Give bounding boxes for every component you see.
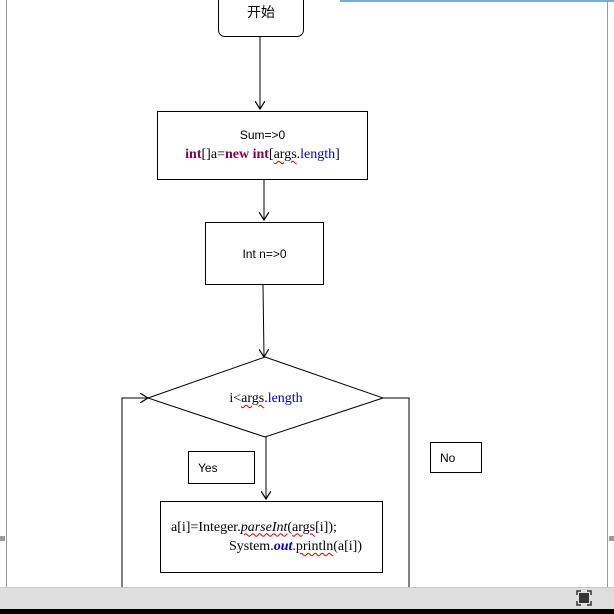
loop-condition-text: i<args.length xyxy=(201,389,331,409)
parse-args-close: [i]); xyxy=(315,519,337,535)
integer-assignment-text: a[i]=Integer. xyxy=(171,519,241,535)
array-size-open: [ xyxy=(268,146,274,162)
array-brackets-text: []a= xyxy=(201,146,225,162)
condition-dot: . xyxy=(264,391,268,406)
parse-open-paren: ( xyxy=(287,519,293,535)
parse-int-method: parseInt xyxy=(240,519,288,535)
condition-args-identifier: args xyxy=(241,391,265,406)
left-scroll-marker xyxy=(0,536,5,541)
args-dot: . xyxy=(296,146,301,162)
condition-prefix: i< xyxy=(229,391,242,406)
sum-init-text: Sum=>0 xyxy=(239,127,286,142)
left-page-border xyxy=(6,0,7,587)
no-branch-label-box: No xyxy=(430,442,482,473)
args-identifier: args xyxy=(273,146,297,162)
parse-int-code-line: a[i]=Integer.parseInt(args[i]); xyxy=(171,520,374,535)
bottom-status-bar xyxy=(0,587,614,614)
yes-branch-label: Yes xyxy=(198,460,218,475)
connector-counter-to-condition xyxy=(263,284,264,357)
second-int-keyword: int xyxy=(252,146,269,162)
new-keyword: new xyxy=(224,146,250,162)
println-argument: (a[i]) xyxy=(333,539,362,554)
fit-to-window-button[interactable] xyxy=(575,589,593,611)
no-branch-connector xyxy=(383,397,410,587)
top-selection-bar xyxy=(340,0,614,2)
counter-init-text: Int n=>0 xyxy=(242,246,287,261)
length-field: length xyxy=(300,146,336,162)
start-node: 开始 xyxy=(218,0,304,37)
yes-branch-label-box: Yes xyxy=(188,451,255,484)
fit-to-window-icon xyxy=(576,589,592,611)
start-label: 开始 xyxy=(247,5,275,21)
system-class-text: System. xyxy=(228,539,274,554)
initialize-sum-box: Sum=>0 int[]a=new int[args.length] xyxy=(157,111,368,180)
right-scroll-marker xyxy=(609,536,614,541)
array-declaration-code: int[]a=new int[args.length] xyxy=(185,147,340,162)
condition-diamond xyxy=(146,356,385,438)
println-dot: . xyxy=(292,539,296,554)
out-field: out xyxy=(273,539,293,554)
no-branch-label: No xyxy=(440,450,456,465)
int-keyword: int xyxy=(185,146,202,162)
condition-length-field: length xyxy=(267,391,303,406)
parse-args-identifier: args xyxy=(292,519,316,535)
println-method: println xyxy=(295,539,334,554)
println-code-line: System.out.println(a[i]) xyxy=(171,539,374,554)
parse-and-print-box: a[i]=Integer.parseInt(args[i]); System.o… xyxy=(160,501,383,573)
right-page-border xyxy=(607,0,608,587)
initialize-counter-box: Int n=>0 xyxy=(205,222,324,285)
array-size-close: ] xyxy=(335,146,340,162)
bottom-black-strip xyxy=(0,609,614,614)
loop-back-connector xyxy=(121,398,148,587)
